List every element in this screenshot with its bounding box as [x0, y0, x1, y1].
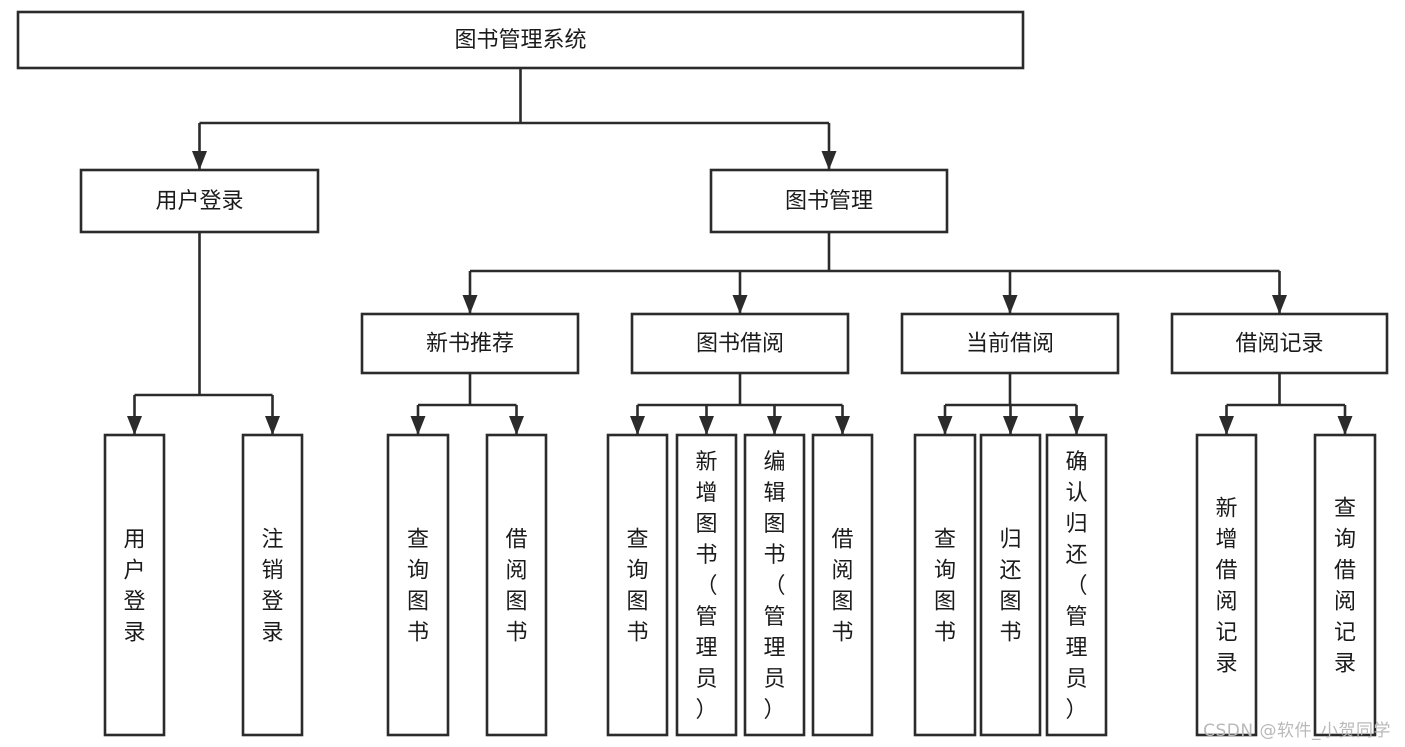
- node-user-login[interactable]: 用户登录: [79, 168, 320, 234]
- arrow-icon-borrow-record: [1272, 295, 1287, 314]
- edge-group-root: [192, 68, 837, 170]
- node-label-leaf-query-book-1: 查询图书: [407, 528, 429, 646]
- node-box-leaf-query-borrow-record: [1313, 433, 1377, 737]
- arrow-icon-leaf-confirm-return-admin: [1069, 416, 1084, 435]
- node-label-leaf-add-borrow-record: 新增借阅记录: [1215, 497, 1237, 677]
- arrow-icon-book-manage: [821, 151, 837, 170]
- node-label-leaf-borrow-book-1: 借阅图书: [505, 528, 527, 646]
- node-label-leaf-borrow-book-2: 借阅图书: [831, 528, 853, 646]
- node-box-root: [16, 10, 1025, 70]
- edge-group-book-borrow: [630, 373, 850, 435]
- node-label-leaf-query-borrow-record: 查询借阅记录: [1334, 497, 1356, 677]
- node-label-leaf-query-book-3: 查询图书: [934, 528, 956, 646]
- node-book-borrow[interactable]: 图书借阅: [630, 312, 850, 375]
- node-label-new-book-recommend: 新书推荐: [426, 332, 514, 357]
- node-leaf-query-book-2[interactable]: 查询图书: [606, 433, 669, 737]
- arrow-icon-book-borrow: [732, 295, 748, 314]
- edges-layer: [127, 68, 1353, 435]
- node-leaf-return-book[interactable]: 归还图书: [979, 433, 1042, 737]
- node-box-leaf-query-book-1: [386, 433, 450, 737]
- node-leaf-add-book-admin[interactable]: 新增图书（管理员）: [675, 433, 738, 737]
- node-box-current-borrow: [900, 312, 1120, 375]
- node-leaf-query-borrow-record[interactable]: 查询借阅记录: [1313, 433, 1377, 737]
- node-box-borrow-record: [1170, 312, 1389, 375]
- node-label-leaf-user-login: 用户登录: [123, 528, 145, 646]
- node-label-borrow-record: 借阅记录: [1235, 332, 1323, 357]
- node-leaf-add-borrow-record[interactable]: 新增借阅记录: [1195, 433, 1258, 737]
- node-leaf-borrow-book-2[interactable]: 借阅图书: [811, 433, 874, 737]
- node-box-leaf-confirm-return-admin: [1045, 433, 1108, 737]
- nodes-layer: 图书管理系统用户登录图书管理新书推荐图书借阅当前借阅借阅记录用户登录注销登录查询…: [16, 10, 1389, 737]
- arrow-icon-leaf-query-book-1: [410, 416, 426, 435]
- node-borrow-record[interactable]: 借阅记录: [1170, 312, 1389, 375]
- node-box-leaf-edit-book-admin: [743, 433, 806, 737]
- node-box-user-login: [79, 168, 320, 234]
- node-new-book-recommend[interactable]: 新书推荐: [360, 312, 580, 375]
- arrow-icon-user-login: [192, 151, 207, 170]
- edge-group-borrow-record: [1219, 373, 1353, 435]
- node-book-manage[interactable]: 图书管理: [709, 168, 949, 234]
- node-label-leaf-confirm-return-admin: 确认归还（管理员）: [1065, 450, 1087, 723]
- node-box-leaf-return-book: [979, 433, 1042, 737]
- arrow-icon-leaf-add-borrow-record: [1219, 416, 1234, 435]
- edge-group-user-login: [127, 232, 280, 435]
- arrow-icon-leaf-borrow-book-1: [509, 416, 524, 435]
- arrow-icon-leaf-return-book: [1003, 416, 1018, 435]
- arrow-icon-leaf-edit-book-admin: [767, 416, 782, 435]
- node-leaf-confirm-return-admin[interactable]: 确认归还（管理员）: [1045, 433, 1108, 737]
- node-leaf-query-book-3[interactable]: 查询图书: [913, 433, 977, 737]
- node-label-current-borrow: 当前借阅: [966, 332, 1054, 357]
- node-current-borrow[interactable]: 当前借阅: [900, 312, 1120, 375]
- node-box-leaf-user-login: [103, 433, 166, 737]
- arrow-icon-leaf-logout: [265, 416, 280, 435]
- node-box-leaf-borrow-book-2: [811, 433, 874, 737]
- arrow-icon-leaf-query-borrow-record: [1337, 416, 1353, 435]
- node-label-leaf-add-book-admin: 新增图书（管理员）: [695, 450, 717, 723]
- node-leaf-user-login[interactable]: 用户登录: [103, 433, 166, 737]
- node-label-book-borrow: 图书借阅: [696, 332, 784, 357]
- node-box-leaf-query-book-2: [606, 433, 669, 737]
- arrow-icon-current-borrow: [1002, 295, 1018, 314]
- node-box-leaf-query-book-3: [913, 433, 977, 737]
- node-label-root: 图书管理系统: [454, 28, 586, 53]
- arrow-icon-leaf-borrow-book-2: [835, 416, 850, 435]
- edge-group-current-borrow: [937, 373, 1084, 435]
- node-label-leaf-logout: 注销登录: [261, 528, 283, 646]
- node-leaf-edit-book-admin[interactable]: 编辑图书（管理员）: [743, 433, 806, 737]
- node-label-leaf-return-book: 归还图书: [999, 528, 1021, 646]
- node-label-leaf-query-book-2: 查询图书: [626, 528, 648, 646]
- node-box-book-manage: [709, 168, 949, 234]
- node-label-book-manage: 图书管理: [785, 189, 873, 214]
- arrow-icon-leaf-add-book-admin: [699, 416, 714, 435]
- node-box-new-book-recommend: [360, 312, 580, 375]
- node-root[interactable]: 图书管理系统: [16, 10, 1025, 70]
- node-box-leaf-logout: [241, 433, 304, 737]
- node-box-leaf-add-borrow-record: [1195, 433, 1258, 737]
- node-box-leaf-add-book-admin: [675, 433, 738, 737]
- node-leaf-query-book-1[interactable]: 查询图书: [386, 433, 450, 737]
- node-leaf-logout[interactable]: 注销登录: [241, 433, 304, 737]
- arrow-icon-new-book-recommend: [462, 295, 478, 314]
- arrow-icon-leaf-query-book-2: [630, 416, 645, 435]
- node-label-user-login: 用户登录: [155, 189, 243, 214]
- node-box-book-borrow: [630, 312, 850, 375]
- edge-group-new-book-recommend: [410, 373, 524, 435]
- arrow-icon-leaf-query-book-3: [937, 416, 953, 435]
- arrow-icon-leaf-user-login: [127, 416, 142, 435]
- node-label-leaf-edit-book-admin: 编辑图书（管理员）: [763, 450, 785, 723]
- node-leaf-borrow-book-1[interactable]: 借阅图书: [485, 433, 548, 737]
- node-box-leaf-borrow-book-1: [485, 433, 548, 737]
- edge-group-book-manage: [462, 232, 1287, 314]
